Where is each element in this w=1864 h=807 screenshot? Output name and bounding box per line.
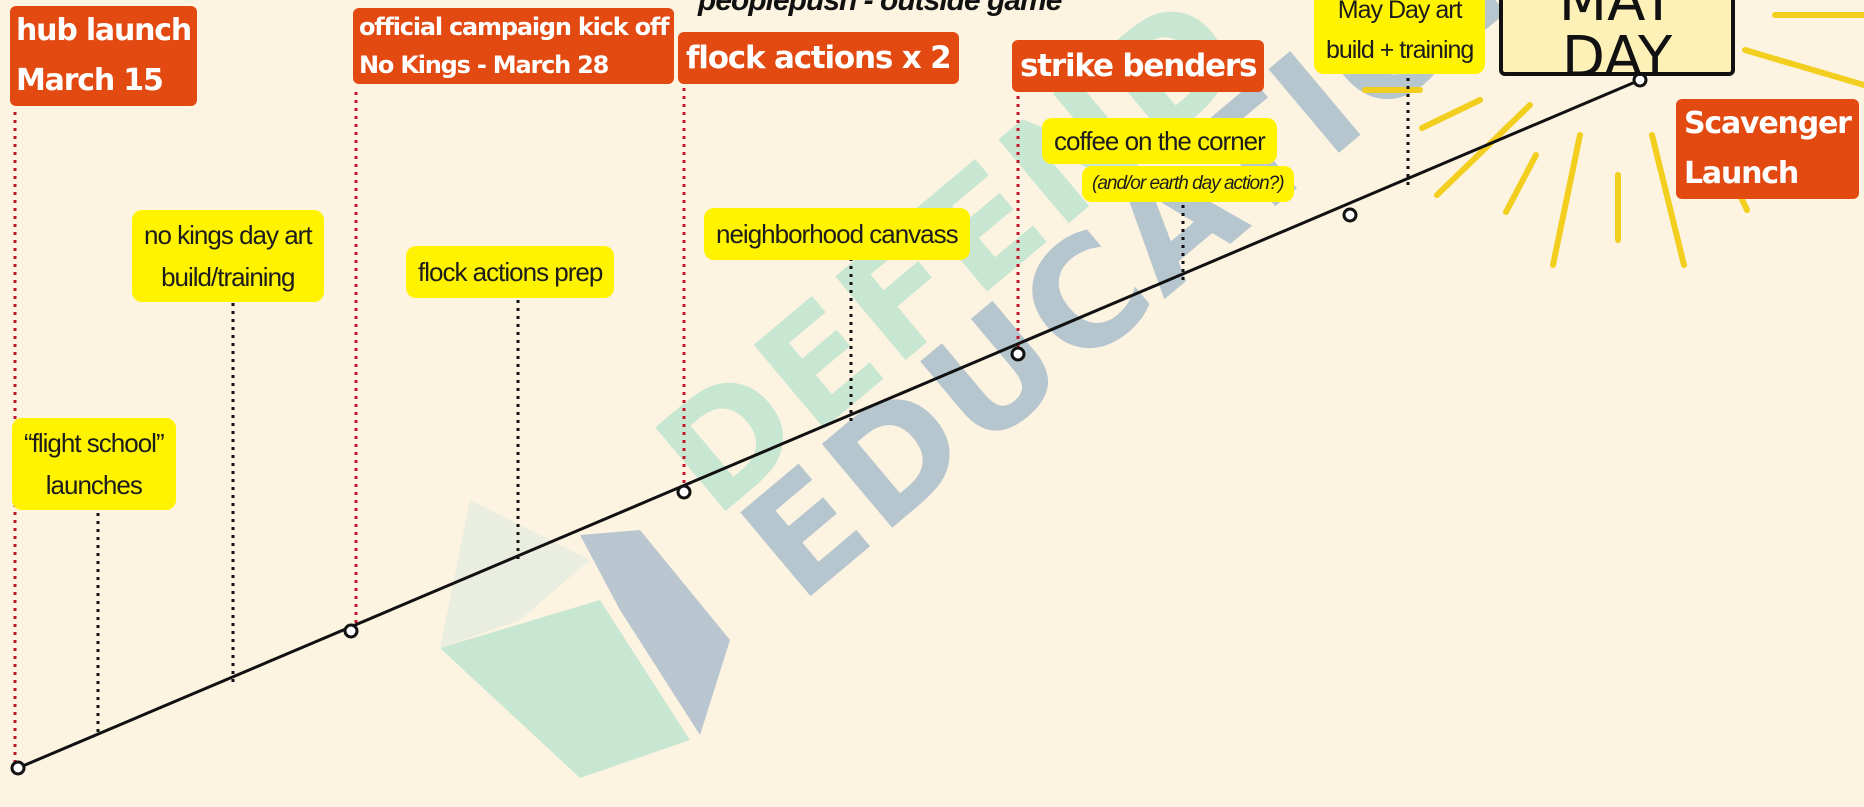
may-day-line2: DAY [1561,25,1673,76]
milestone-date: March 15 [16,63,164,98]
activity-no-kings-art-build: no kings day art build/training [132,210,324,302]
activity-neighborhood-canvass: neighborhood canvass [704,208,970,260]
activity-title: flock actions prep [418,257,603,287]
timeline-node [1342,207,1358,223]
timeline-axis [17,78,1641,770]
milestone-campaign-kickoff: official campaign kick off No Kings - Ma… [353,8,675,84]
activity-title: neighborhood canvass [716,219,959,249]
milestone-hub-launch: hub launch March 15 [10,6,198,106]
page-title: peoplepush - outside game [698,0,1062,17]
milestone-title: strike benders [1020,48,1257,84]
activity-subtitle: (and/or earth day action?) [1092,173,1285,194]
activity-earth-day-note: (and/or earth day action?) [1082,166,1294,202]
timeline-node [343,623,359,639]
milestone-strike-benders: strike benders [1012,40,1265,92]
timeline-node [10,760,26,776]
watermark-logo: DEFEND EDUCATION [440,0,1597,778]
activity-title: “flight school” [24,428,165,458]
activity-may-day-art-build: May Day art build + training [1314,0,1486,74]
milestone-title: Scavenger [1684,106,1852,141]
activity-flock-actions-prep: flock actions prep [406,246,615,298]
milestone-title: hub launch [16,13,192,48]
milestone-scavenger-launch: Scavenger Launch [1676,99,1859,199]
milestone-title: flock actions x 2 [686,40,952,76]
activity-subtitle: build + training [1326,36,1474,64]
activity-subtitle: launches [45,470,143,500]
timeline-node [676,484,692,500]
milestone-date: No Kings - March 28 [359,51,609,79]
milestone-subtitle: Launch [1684,156,1799,191]
activity-title: no kings day art [144,220,313,250]
activity-coffee-on-corner: coffee on the corner [1042,118,1277,164]
timeline-node [1010,346,1026,362]
activity-connectors [96,78,1410,735]
milestone-flock-actions: flock actions x 2 [678,32,959,84]
milestone-title: official campaign kick off [359,13,670,41]
activity-title: May Day art [1337,0,1463,24]
activity-title: coffee on the corner [1054,126,1266,156]
may-day-box: MAY DAY [1499,0,1735,76]
activity-subtitle: build/training [161,262,295,292]
activity-flight-school: “flight school” launches [12,418,176,510]
may-day-line1: MAY [1558,0,1676,34]
